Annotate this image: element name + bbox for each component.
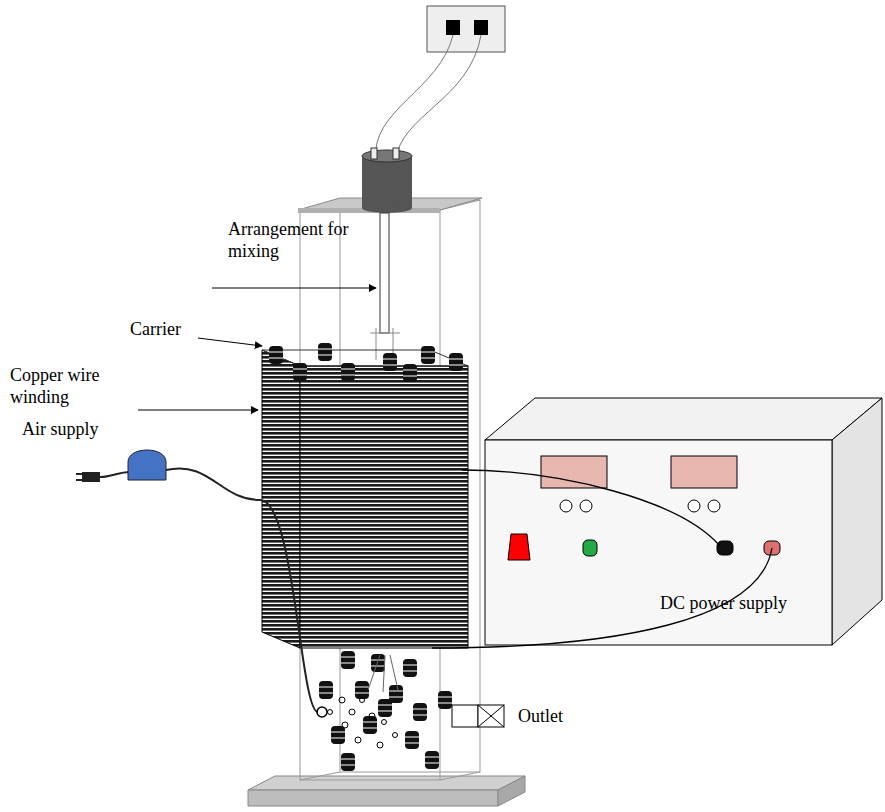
part-label: Outlet [518, 705, 598, 727]
part-label: Carrier [130, 318, 220, 340]
part-label: Arrangement for mixing [228, 218, 388, 262]
mixer-shaft [380, 213, 389, 333]
air-bubbles [328, 697, 398, 748]
part-label: Air supply [22, 418, 132, 440]
wall-socket [427, 6, 505, 52]
leader-arrows [138, 288, 376, 410]
dc-power-supply [485, 398, 882, 645]
outlet-valve [452, 705, 504, 727]
air-pump [76, 450, 327, 717]
copper-winding [262, 350, 468, 648]
base-plate [248, 776, 525, 790]
column [300, 200, 480, 780]
carriers [269, 343, 463, 771]
motor [362, 156, 412, 208]
part-label: DC power supply [660, 592, 860, 614]
part-label: Copper wire winding [10, 364, 135, 408]
